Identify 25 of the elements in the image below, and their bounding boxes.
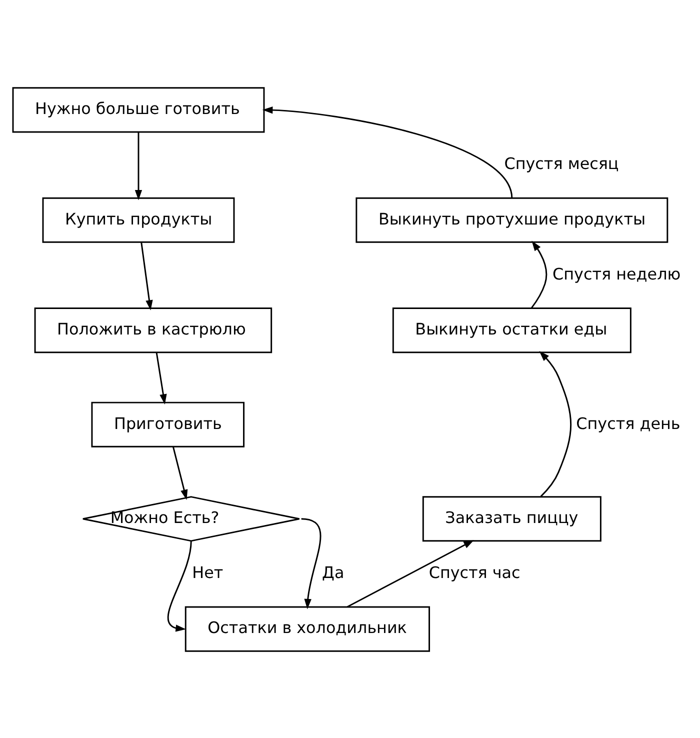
node-box: Положить в кастрюлю — [34, 307, 272, 353]
node-diamond: Можно Есть? — [82, 496, 300, 542]
arrow — [134, 132, 142, 200]
node-box: Нужно больше готовить — [12, 86, 265, 132]
node-box: Приготовить — [91, 401, 245, 447]
edge-label: Спустя час — [428, 562, 520, 582]
arrow — [301, 518, 322, 609]
arrow — [539, 350, 572, 497]
arrow — [530, 240, 548, 308]
node-box: Заказать пиццу — [422, 496, 602, 542]
node-box: Купить продукты — [42, 196, 235, 242]
node-box: Выкинуть протухшие продукты — [356, 196, 668, 242]
arrow — [262, 106, 513, 198]
edge-label: Спустя неделю — [552, 264, 681, 283]
arrow — [172, 446, 188, 500]
arrow — [167, 540, 192, 632]
edge-label: Нет — [192, 562, 224, 582]
arrow — [156, 352, 167, 404]
arrow — [140, 242, 153, 310]
edge-label: Спустя день — [576, 413, 680, 432]
node-box: Выкинуть остатки еды — [392, 307, 632, 353]
edge-label: Да — [322, 562, 344, 582]
arrow — [346, 540, 474, 608]
node-box: Остатки в холодильник — [184, 606, 430, 652]
edge-label: Спустя месяц — [504, 154, 619, 173]
